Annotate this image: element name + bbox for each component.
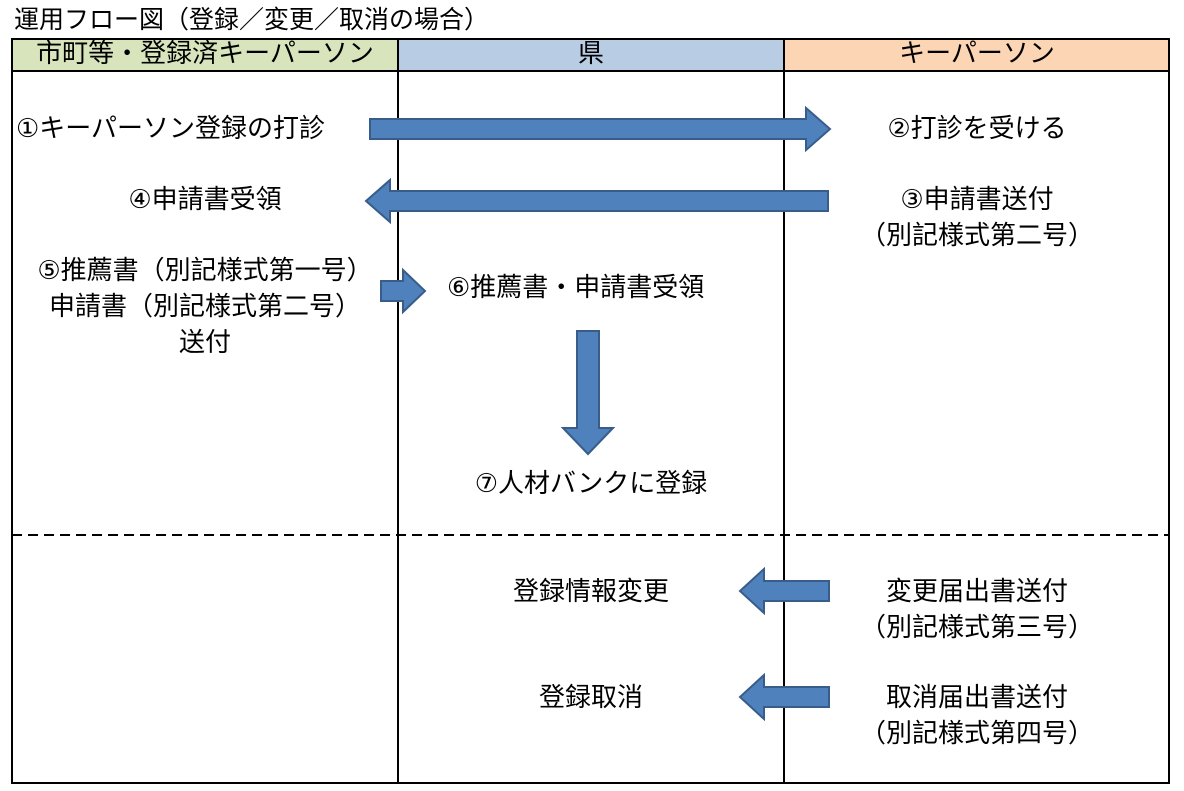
step-6-label: ⑥推薦書・申請書受領: [447, 273, 705, 303]
arrow-left-change: [738, 566, 830, 616]
diagram-title: 運用フロー図（登録／変更／取消の場合）: [14, 5, 490, 34]
change-send-label-line2: （別記様式第三号）: [859, 613, 1094, 643]
step-4-label: ④申請書受領: [128, 185, 282, 215]
arrow-left-cancel: [738, 672, 830, 722]
step-1-label: ①キーパーソン登録の打診: [16, 114, 326, 144]
cancel-result-label: 登録取消: [538, 683, 643, 713]
change-result-label: 登録情報変更: [512, 577, 669, 607]
cancel-send-label-line2: （別記様式第四号）: [859, 719, 1094, 749]
step-2-label: ②打診を受ける: [887, 114, 1067, 144]
cancel-send-label-line1: 取消届出書送付: [885, 683, 1068, 713]
arrow-down-register: [560, 330, 616, 456]
lane-header-keyperson: キーパーソン: [784, 39, 1170, 71]
lane-header-municipality: 市町等・登録済キーパーソン: [12, 39, 398, 71]
arrow-right-recommendation: [380, 267, 427, 315]
step-5-label-line3: 送付: [178, 328, 231, 358]
change-send-label-line1: 変更届出書送付: [885, 577, 1068, 607]
arrow-right-request: [369, 105, 832, 153]
step-5-label-line1: ⑤推薦書（別記様式第一号）: [37, 256, 373, 286]
step-3-label-line2: （別記様式第二号）: [859, 221, 1094, 251]
step-5-label-line2: 申請書（別記様式第二号）: [48, 292, 361, 322]
step-7-label: ⑦人材バンクに登録: [474, 469, 708, 499]
lane-header-prefecture: 県: [398, 39, 784, 71]
arrow-left-application: [364, 177, 829, 225]
diagram-frame: [11, 38, 1170, 784]
step-3-label-line1: ③申請書送付: [900, 185, 1054, 215]
